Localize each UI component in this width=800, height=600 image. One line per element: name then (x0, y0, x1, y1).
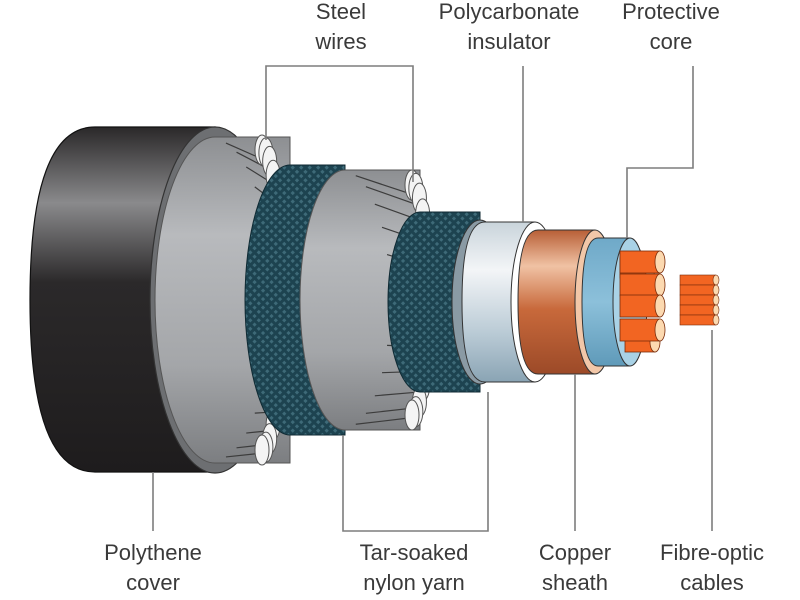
label-polythene-cover: Polythene cover (104, 538, 202, 598)
fibre-strand (619, 273, 661, 297)
leader-tar-soaked-nylon-yarn (342, 392, 489, 532)
leader-protective-core (626, 66, 694, 238)
label-polythene-line2: cover (126, 570, 180, 595)
label-fibre-line2: cables (680, 570, 744, 595)
inner-strand-line (355, 175, 413, 195)
fibre-strand-end (654, 250, 666, 274)
label-polycarbonate-line1: Polycarbonate (438, 0, 580, 24)
fibre-strand (619, 250, 661, 274)
label-fibre-optic-cables: Fibre-optic cables (660, 538, 764, 598)
label-copper-line2: sheath (541, 570, 609, 595)
fibre-strand (619, 318, 661, 342)
fibre-strand-end (654, 273, 666, 297)
label-steel-wires-line1: Steel (315, 0, 367, 24)
leader-lines (152, 65, 713, 532)
label-copper-line1: Copper (538, 540, 612, 565)
label-polycarbonate-insulator: Polycarbonate insulator (439, 0, 580, 57)
inner-strand-line (374, 391, 419, 397)
label-tar-yarn-line1: Tar-soaked (359, 540, 469, 565)
label-tar-yarn-line2: nylon yarn (363, 570, 465, 595)
fibre-optic-bundle (619, 250, 720, 353)
label-protective-core-line2: core (649, 29, 693, 54)
label-tar-soaked-nylon-yarn: Tar-soaked nylon yarn (360, 538, 469, 598)
fibre-thin-strand-end (712, 314, 720, 326)
label-steel-wires: Steel wires (315, 0, 366, 57)
fibre-thin-strand (679, 284, 717, 296)
fibre-thin-strand (679, 294, 717, 306)
outer-strand-end (254, 434, 270, 466)
fibre-thin-strand (679, 304, 717, 316)
fibre-thin-strand-end (712, 284, 720, 296)
fibre-thin-strand (679, 314, 717, 326)
label-protective-core: Protective core (622, 0, 720, 57)
label-steel-wires-line2: wires (315, 29, 367, 54)
fibre-strand-end (654, 318, 666, 342)
inner-strand-end (404, 399, 420, 431)
label-polycarbonate-line2: insulator (467, 29, 551, 54)
label-fibre-line1: Fibre-optic (660, 540, 764, 565)
inner-strand-line (365, 186, 416, 205)
leader-steel-wires (265, 65, 414, 182)
label-polythene-line1: Polythene (104, 540, 202, 565)
fibre-thin-strand (679, 274, 717, 286)
fibre-thin-strand-end (712, 294, 720, 306)
fibre-strand (619, 294, 661, 318)
label-copper-sheath: Copper sheath (539, 538, 611, 598)
fibre-strand-end (654, 294, 666, 318)
outer-strand-line (245, 166, 270, 182)
fibre-thin-strand-end (712, 304, 720, 316)
inner-strand-line (355, 417, 412, 425)
label-protective-core-line1: Protective (622, 0, 720, 24)
fibre-thin-strand-end (712, 274, 720, 286)
